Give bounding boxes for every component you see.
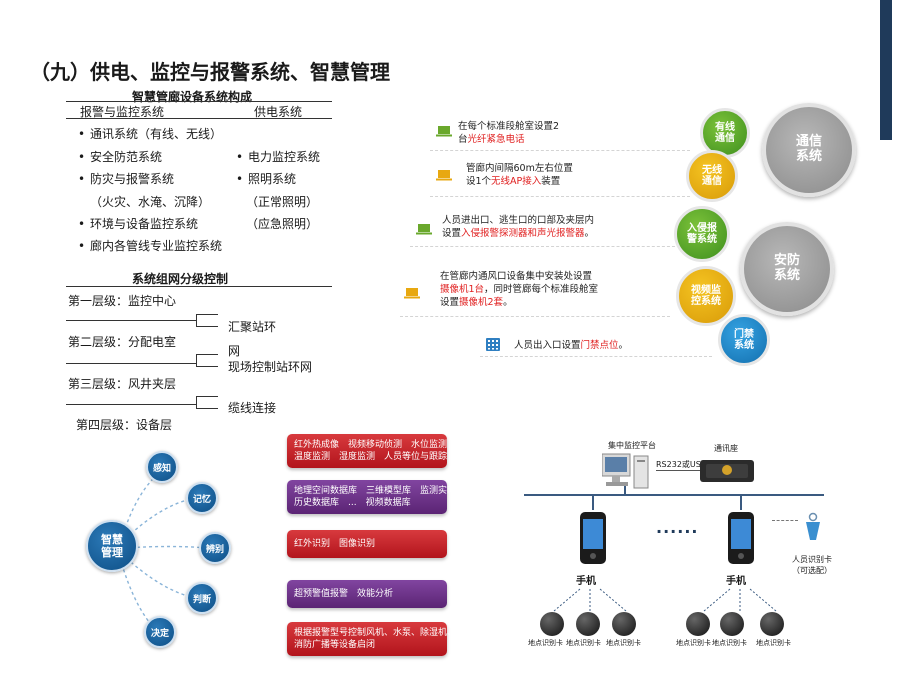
link-label-aggregation: 汇聚站环 <box>228 320 277 334</box>
interface-label: RS232或USB <box>656 460 707 469</box>
mindmap-node-judge: 判断 <box>186 582 218 614</box>
accent-bar <box>880 0 892 140</box>
wireless-comm-bubble: 无线通信 <box>686 150 738 202</box>
pill-judge: 超预警值报警 效能分析 <box>287 580 447 608</box>
pill-memory: 地理空间数据库 三维模型库 监测实时历史数据库 ... 视频数据库 <box>287 480 456 514</box>
network-title: 系统组网分级控制 <box>132 272 229 286</box>
sensor-label: 地点识别卡 <box>566 639 601 647</box>
sensor-node <box>760 612 784 636</box>
sensor-label: 地点识别卡 <box>606 639 641 647</box>
interface-line <box>656 470 700 471</box>
row-divider <box>430 150 690 151</box>
bus-drop <box>740 494 742 510</box>
laptop-icon <box>416 224 432 235</box>
id-card-label: 人员识别卡（可选配） <box>792 555 832 575</box>
fob-link <box>772 520 798 534</box>
security-row-text: 人员进出口、逃生口的口部及夹层内设置入侵报警探测器和声光报警器。 <box>442 215 595 239</box>
link-bracket <box>196 396 218 409</box>
pill-discern: 红外识别 图像识别 <box>287 530 447 558</box>
level-rule <box>66 320 196 321</box>
level-4: 第四层级：设备层 <box>76 418 173 432</box>
mindmap-node-decide: 决定 <box>144 616 176 648</box>
keypad-icon <box>486 338 500 351</box>
phone-label: 手机 <box>576 576 596 587</box>
row-divider <box>480 356 712 357</box>
access-control-bubble: 门禁系统 <box>718 314 770 366</box>
list-item: （火灾、水淹、沉降） <box>90 195 211 209</box>
computer-icon <box>602 453 649 489</box>
link-label-cable: 缆线连接 <box>228 401 277 415</box>
laptop-icon <box>436 126 452 137</box>
pill-perceive: 红外热成像 视频移动侦测 水位监测温度监测 湿度监测 人员等位与跟踪 <box>287 434 447 468</box>
laptop-icon <box>436 170 452 181</box>
sensor-node <box>576 612 600 636</box>
mindmap-node-discern: 辨别 <box>199 532 231 564</box>
bus-drop <box>592 494 594 510</box>
level-rule <box>66 404 196 405</box>
mindmap-node-perceive: 感知 <box>146 451 178 483</box>
list-item: •环境与设备监控系统 <box>78 217 199 231</box>
sensor-label: 地点识别卡 <box>756 639 791 647</box>
mindmap-node-memory: 记忆 <box>186 482 218 514</box>
row-divider <box>400 316 670 317</box>
comm-system-bubble: 通信系统 <box>762 103 856 197</box>
list-item: •通讯系统（有线、无线） <box>78 127 223 141</box>
table-header-rule <box>66 118 332 119</box>
ellipsis: ...... <box>656 518 699 537</box>
station-label: 通讯座 <box>714 444 738 453</box>
handheld-device-icon <box>728 512 754 564</box>
level-3: 第三层级：风井夹层 <box>68 377 177 391</box>
mindmap-center: 智慧管理 <box>86 520 138 572</box>
list-item: •照明系统 <box>236 172 297 186</box>
laptop-icon <box>404 288 420 299</box>
security-system-bubble: 安防系统 <box>740 222 834 316</box>
security-row-text: 在管廊内通风口设备集中安装处设置摄像机1台，同时管廊每个标准段舱室设置摄像机2套… <box>440 271 599 308</box>
wired-comm-bubble: 有线通信 <box>700 108 750 158</box>
access-row-text: 人员出入口设置门禁点位。 <box>514 340 629 351</box>
sensor-node <box>686 612 710 636</box>
list-item: •安全防范系统 <box>78 150 163 164</box>
network-top-rule <box>66 286 332 287</box>
sensor-node <box>612 612 636 636</box>
page-title: （九）供电、监控与报警系统、智慧管理 <box>30 60 390 84</box>
sensor-arrows <box>703 588 777 612</box>
level-2: 第二层级：分配电室 <box>68 335 177 349</box>
list-item: （正常照明） <box>246 195 319 209</box>
sensor-label: 地点识别卡 <box>712 639 747 647</box>
pill-decide: 根据报警型号控制风机、水泵、除湿机、消防广播等设备启闭 <box>287 622 456 656</box>
platform-label: 集中监控平台 <box>608 441 656 450</box>
table-header-power: 供电系统 <box>254 105 303 119</box>
sensor-label: 地点识别卡 <box>528 639 563 647</box>
handheld-device-icon <box>580 512 606 564</box>
table-top-rule <box>66 101 332 102</box>
list-item: •防灾与报警系统 <box>78 172 175 186</box>
level-1: 第一层级：监控中心 <box>68 294 177 308</box>
link-bracket <box>196 354 218 367</box>
list-item: •电力监控系统 <box>236 150 321 164</box>
sensor-label: 地点识别卡 <box>676 639 711 647</box>
list-item: •廊内各管线专业监控系统 <box>78 239 223 253</box>
sensor-arrows <box>553 588 627 612</box>
row-divider <box>410 246 680 247</box>
link-label-aggregation-cont: 网 <box>228 344 241 358</box>
level-rule <box>66 363 196 364</box>
comm-row-text: 管廊内间隔60m左右位置设1个无线AP接入装置 <box>466 163 573 187</box>
cradle-icon <box>700 460 754 482</box>
video-monitor-bubble: 视频监控系统 <box>676 266 736 326</box>
intrusion-alarm-bubble: 入侵报警系统 <box>674 206 730 262</box>
sensor-node <box>720 612 744 636</box>
phone-label: 手机 <box>726 576 746 587</box>
rfid-fob-icon <box>806 512 820 540</box>
bus-drop <box>624 486 626 495</box>
row-divider <box>430 196 690 197</box>
bus-line <box>524 494 824 496</box>
link-bracket <box>196 314 218 327</box>
sensor-node <box>540 612 564 636</box>
table-title: 智慧管廊设备系统构成 <box>132 90 253 104</box>
list-item: （应急照明） <box>246 217 319 231</box>
table-header-alarm: 报警与监控系统 <box>80 105 165 119</box>
link-label-field: 现场控制站环网 <box>228 360 313 374</box>
